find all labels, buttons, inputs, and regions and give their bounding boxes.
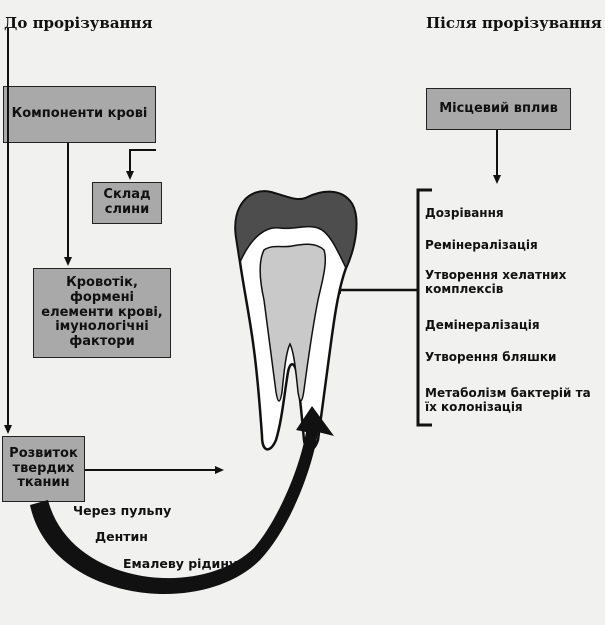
box-hard-tissue-development-label: Розвиток твердих тканин (9, 445, 78, 491)
arrow-blood-to-saliva (126, 149, 156, 180)
tooth-illustration (234, 190, 358, 451)
process-bacterial-metabolism: Метаболізм бактерій та їх колонізація (425, 386, 591, 415)
box-hard-tissue-development: Розвиток твердих тканин (2, 436, 85, 502)
pathway-dentin: Дентин (95, 529, 148, 544)
box-blood-components: Компоненти крові (3, 86, 156, 143)
pathway-through-pulp: Через пульпу (73, 503, 172, 518)
tooth-pulp (259, 243, 327, 402)
process-chelate-formation: Утворення хелатних комплексів (425, 268, 567, 297)
box-blood-components-label: Компоненти крові (11, 106, 148, 122)
process-demineralization: Демінералізація (425, 318, 540, 332)
box-saliva-composition-label: Склад слини (103, 187, 151, 217)
process-bracket (416, 188, 432, 427)
heading-before: До прорізування (4, 14, 153, 32)
box-local-effect: Місцевий вплив (426, 88, 571, 130)
curved-arrow (30, 406, 334, 595)
box-local-effect-label: Місцевий вплив (439, 100, 558, 116)
box-blood-clot-label: Кровотік, формені елементи крові, імунол… (41, 274, 163, 350)
process-remineralization: Ремінералізація (425, 238, 538, 252)
pathway-enamel-fluid: Емалеву рідину (123, 556, 238, 571)
process-maturation: Дозрівання (425, 206, 504, 220)
box-saliva-composition: Склад слини (92, 182, 162, 224)
process-plaque-formation: Утворення бляшки (425, 350, 557, 364)
tooth-enamel (234, 190, 357, 270)
heading-after: Після прорізування (426, 14, 602, 32)
box-blood-clot: Кровотік, формені елементи крові, імунол… (33, 268, 171, 358)
